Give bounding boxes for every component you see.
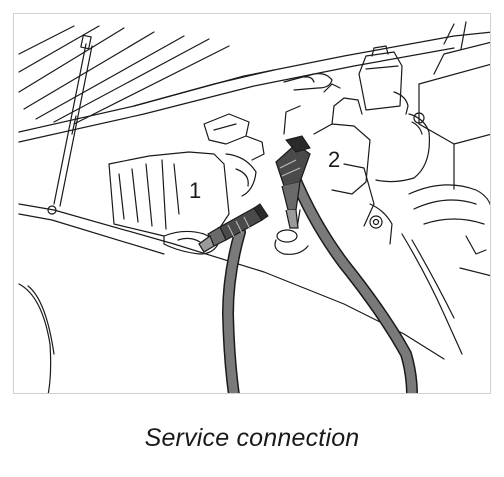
callout-1: 1: [189, 178, 201, 203]
center-bracket: [283, 83, 393, 245]
service-coupler-2: [275, 135, 311, 229]
port-1-bracket: [163, 230, 220, 255]
hood-hatching: [18, 25, 230, 125]
engine-bay-illustration: 1 2: [13, 13, 491, 394]
cowl-panel: [18, 31, 490, 143]
hood-strut: [47, 34, 93, 215]
line-drawing: 1 2: [18, 21, 490, 393]
callout-2: 2: [328, 147, 340, 172]
front-panel: [18, 203, 445, 393]
right-fender: [401, 184, 490, 355]
figure-caption: Service connection: [144, 424, 360, 452]
engine-housing: [108, 113, 265, 237]
service-hose-2: [275, 135, 418, 393]
cable-bundle-right: [375, 112, 431, 183]
service-hose-1: [198, 203, 269, 393]
fluid-reservoir: [358, 45, 409, 115]
service-coupler-1: [198, 203, 269, 253]
battery-box: [418, 21, 490, 190]
